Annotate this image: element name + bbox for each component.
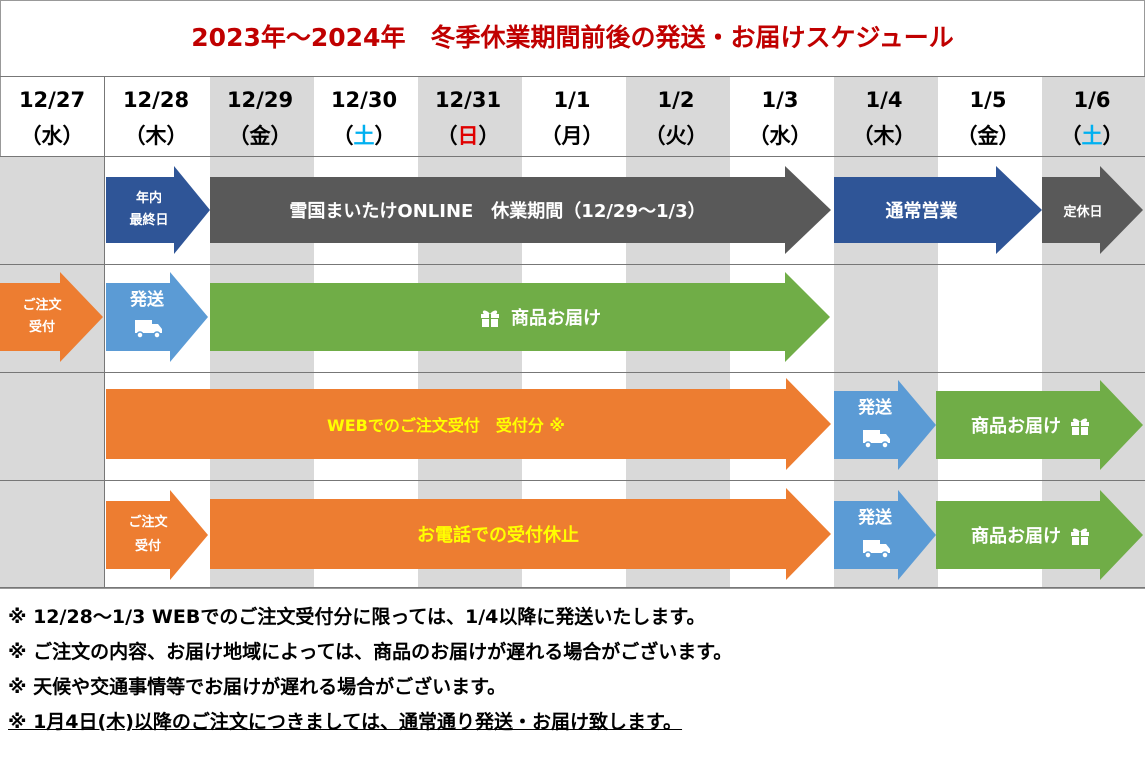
truck-icon: [862, 538, 892, 560]
divider: [0, 156, 1145, 157]
ship-label: 発送: [858, 397, 892, 418]
closed-day-label: 定休日: [1063, 204, 1103, 220]
divider: [0, 76, 1145, 77]
last-day-line1: 年内: [135, 191, 162, 206]
day-header: 12/27 （水）: [0, 76, 104, 156]
note-3: ※ 天候や交通事情等でお届けが遅れる場合がございます。: [8, 676, 507, 698]
order-line2: 受付: [134, 539, 161, 554]
day-weekday: （土）: [1060, 124, 1124, 148]
day-weekday: （水）: [20, 124, 84, 148]
deliver-label: 商品お届け: [511, 308, 601, 329]
day-weekday: （金）: [956, 124, 1020, 148]
day-weekday: （水）: [748, 124, 812, 148]
notes-block: ※ 12/28～1/3 WEBでのご注文受付分に限っては、1/4以降に発送いたし…: [8, 600, 732, 740]
note-2: ※ ご注文の内容、お届け地域によっては、商品のお届けが遅れる場合がございます。: [8, 641, 733, 663]
day-weekday: （日）: [436, 124, 500, 148]
day-weekday: （金）: [228, 124, 292, 148]
day-date: 1/6: [1073, 88, 1111, 112]
order-line1: ご注文: [22, 298, 62, 313]
day-weekday: （木）: [852, 124, 916, 148]
gift-icon: [1069, 414, 1091, 436]
day-date: 12/30: [330, 88, 398, 112]
divider: [0, 587, 1145, 588]
truck-icon: [134, 318, 164, 340]
last-day-line2: 最終日: [129, 213, 169, 228]
divider: [0, 480, 1145, 481]
day-date: 12/29: [226, 88, 294, 112]
day-date: 1/4: [865, 88, 903, 112]
day-header: 1/3 （水）: [728, 76, 832, 156]
divider: [0, 372, 1145, 373]
day-weekday: （土）: [332, 124, 396, 148]
day-date: 1/1: [553, 88, 591, 112]
day-weekday: （火）: [644, 124, 708, 148]
day-weekday: （木）: [124, 124, 188, 148]
day-date: 12/28: [122, 88, 190, 112]
weekday-char: 日: [457, 124, 479, 148]
day-header: 1/2 （火）: [624, 76, 728, 156]
phone-stop-label: お電話での受付休止: [417, 525, 579, 546]
day-header: 12/31 （日）: [416, 76, 520, 156]
day-date: 12/31: [434, 88, 502, 112]
day-date: 1/3: [761, 88, 799, 112]
ship-label: 発送: [858, 507, 892, 528]
day-weekday: （月）: [540, 124, 604, 148]
gift-icon: [479, 306, 501, 328]
gift-icon: [1069, 524, 1091, 546]
page-title: 2023年～2024年 冬季休業期間前後の発送・お届けスケジュール: [191, 23, 954, 52]
order-line1: ご注文: [128, 515, 168, 530]
day-date: 12/27: [18, 88, 86, 112]
day-header: 1/4 （木）: [832, 76, 936, 156]
divider: [0, 264, 1145, 265]
weekday-char: 土: [1081, 124, 1103, 148]
note-4: ※ 1月4日(木)以降のご注文につきましては、通常通り発送・お届け致します。: [8, 711, 683, 733]
order-line2: 受付: [28, 320, 55, 335]
day-date: 1/5: [969, 88, 1007, 112]
day-header: 1/1 （月）: [520, 76, 624, 156]
note-1: ※ 12/28～1/3 WEBでのご注文受付分に限っては、1/4以降に発送いたし…: [8, 606, 706, 628]
divider: [104, 76, 105, 587]
deliver-label: 商品お届け: [971, 416, 1061, 437]
weekday-char: 土: [353, 124, 375, 148]
day-header: 12/28 （木）: [104, 76, 208, 156]
truck-icon: [862, 428, 892, 450]
ship-label: 発送: [130, 289, 164, 310]
day-header: 12/30 （土）: [312, 76, 416, 156]
normal-business-label: 通常営業: [885, 201, 958, 222]
day-date: 1/2: [657, 88, 695, 112]
day-header: 1/5 （金）: [936, 76, 1040, 156]
deliver-label: 商品お届け: [971, 526, 1061, 547]
holiday-label: 雪国まいたけONLINE 休業期間（12/29～1/3）: [289, 201, 706, 222]
day-header: 12/29 （金）: [208, 76, 312, 156]
web-order-label: WEBでのご注文受付 受付分 ※: [327, 416, 565, 435]
day-header: 1/6 （土）: [1040, 76, 1144, 156]
